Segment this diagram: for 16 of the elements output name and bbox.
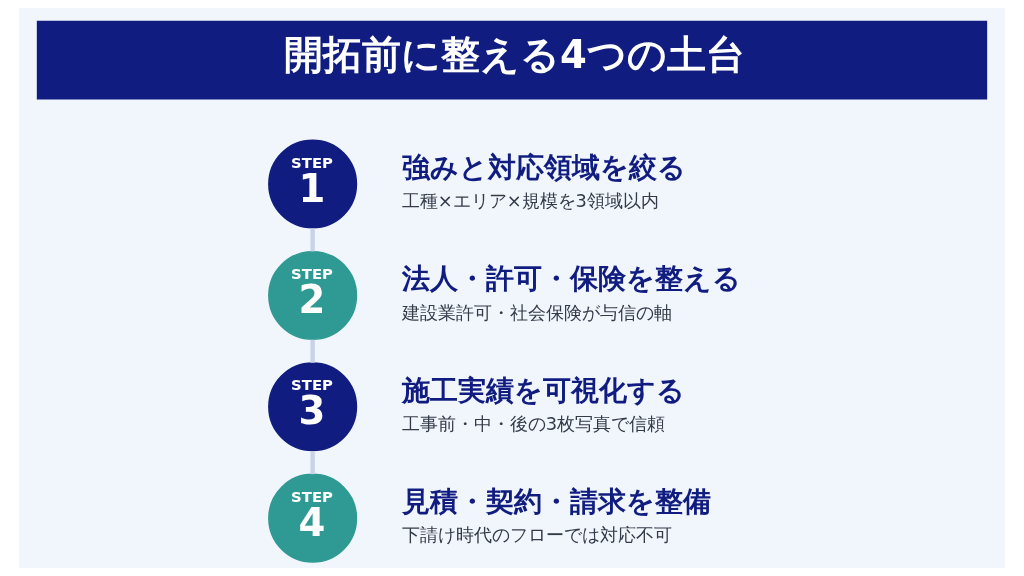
node-circle: STEP 1 — [268, 139, 358, 229]
node-label: 施工実績を可視化する — [401, 373, 685, 407]
node-circle: STEP 2 — [268, 250, 358, 340]
node-label: 建設業許可・社会保険が与信の軸 — [401, 301, 672, 323]
node-label: 見積・契約・請求を整備 — [401, 485, 711, 519]
node-label: 工事前・中・後の3枚写真で信頼 — [401, 412, 666, 434]
node-label: 下請け時代のフローでは対応不可 — [401, 524, 672, 546]
node-label: 法人・許可・保険を整える — [401, 262, 741, 296]
node-circle: STEP 3 — [268, 362, 358, 452]
node-label: 強みと対応領域を絞る — [401, 150, 686, 184]
connector — [310, 339, 315, 363]
connector — [310, 451, 315, 475]
node-circle: STEP 4 — [268, 473, 358, 563]
diagram-title: 開拓前に整える4つの土台 — [284, 31, 745, 77]
connector — [310, 228, 315, 252]
node-label: 工種×エリア×規模を3領域以内 — [401, 190, 659, 212]
